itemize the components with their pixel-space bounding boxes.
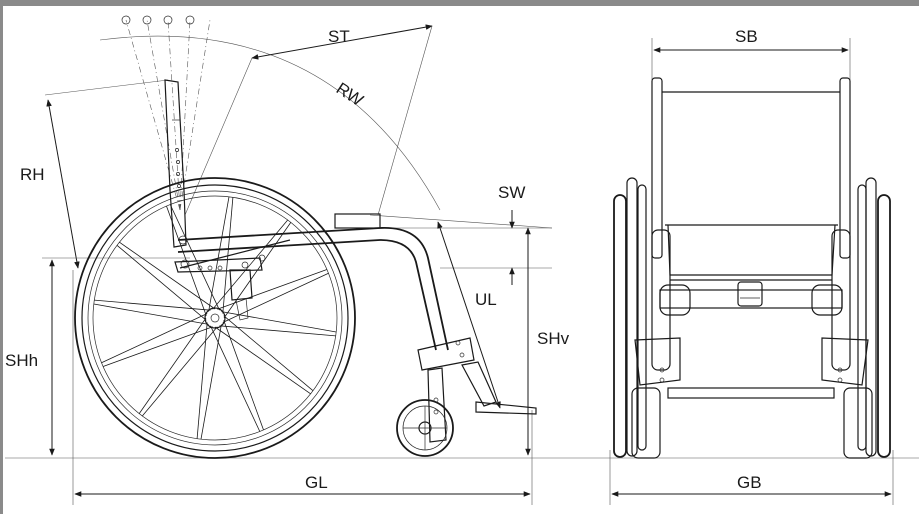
frame xyxy=(174,213,449,351)
label-gb: GB xyxy=(737,473,762,492)
caster-assembly xyxy=(396,337,537,457)
ul-dimension-line xyxy=(437,221,501,409)
front-left-wheel xyxy=(613,177,691,459)
top-border xyxy=(0,0,919,6)
label-rw: RW xyxy=(333,79,367,110)
label-shh: SHh xyxy=(5,351,38,370)
spoke xyxy=(102,326,213,367)
front-right-wheel xyxy=(811,177,891,459)
spoke xyxy=(222,272,329,323)
rw-arc xyxy=(99,35,441,211)
front-view xyxy=(609,38,894,505)
label-ul: UL xyxy=(475,290,497,309)
spoke xyxy=(116,244,207,321)
spoke xyxy=(169,204,220,311)
spoke xyxy=(119,241,216,310)
label-shv: SHv xyxy=(537,329,570,348)
backrest-angle-fan xyxy=(121,15,211,211)
st-dimension-line xyxy=(251,24,433,60)
spoke xyxy=(221,311,337,333)
label-sb: SB xyxy=(735,27,758,46)
rh-dimension-line xyxy=(46,99,80,269)
label-sw: SW xyxy=(498,183,525,202)
spoke xyxy=(101,313,208,364)
spoke xyxy=(223,320,264,431)
spoke xyxy=(200,324,222,440)
spoke xyxy=(196,322,208,439)
front-seat xyxy=(659,224,843,399)
spoke xyxy=(94,299,211,311)
spoke xyxy=(138,317,207,414)
left-border xyxy=(0,0,3,514)
spoke xyxy=(208,196,230,312)
spoke xyxy=(210,325,261,432)
backrest-post xyxy=(164,79,187,248)
spoke xyxy=(214,326,311,395)
spokes xyxy=(93,196,337,440)
side-view xyxy=(5,15,919,505)
spoke xyxy=(223,315,314,392)
rear-wheel xyxy=(74,177,356,459)
front-backrest xyxy=(651,77,851,259)
spoke xyxy=(141,326,218,417)
label-gl: GL xyxy=(305,473,328,492)
label-rh: RH xyxy=(20,165,45,184)
spoke xyxy=(217,269,328,310)
spoke xyxy=(93,303,209,325)
spoke xyxy=(219,325,336,337)
label-st: ST xyxy=(328,27,350,46)
